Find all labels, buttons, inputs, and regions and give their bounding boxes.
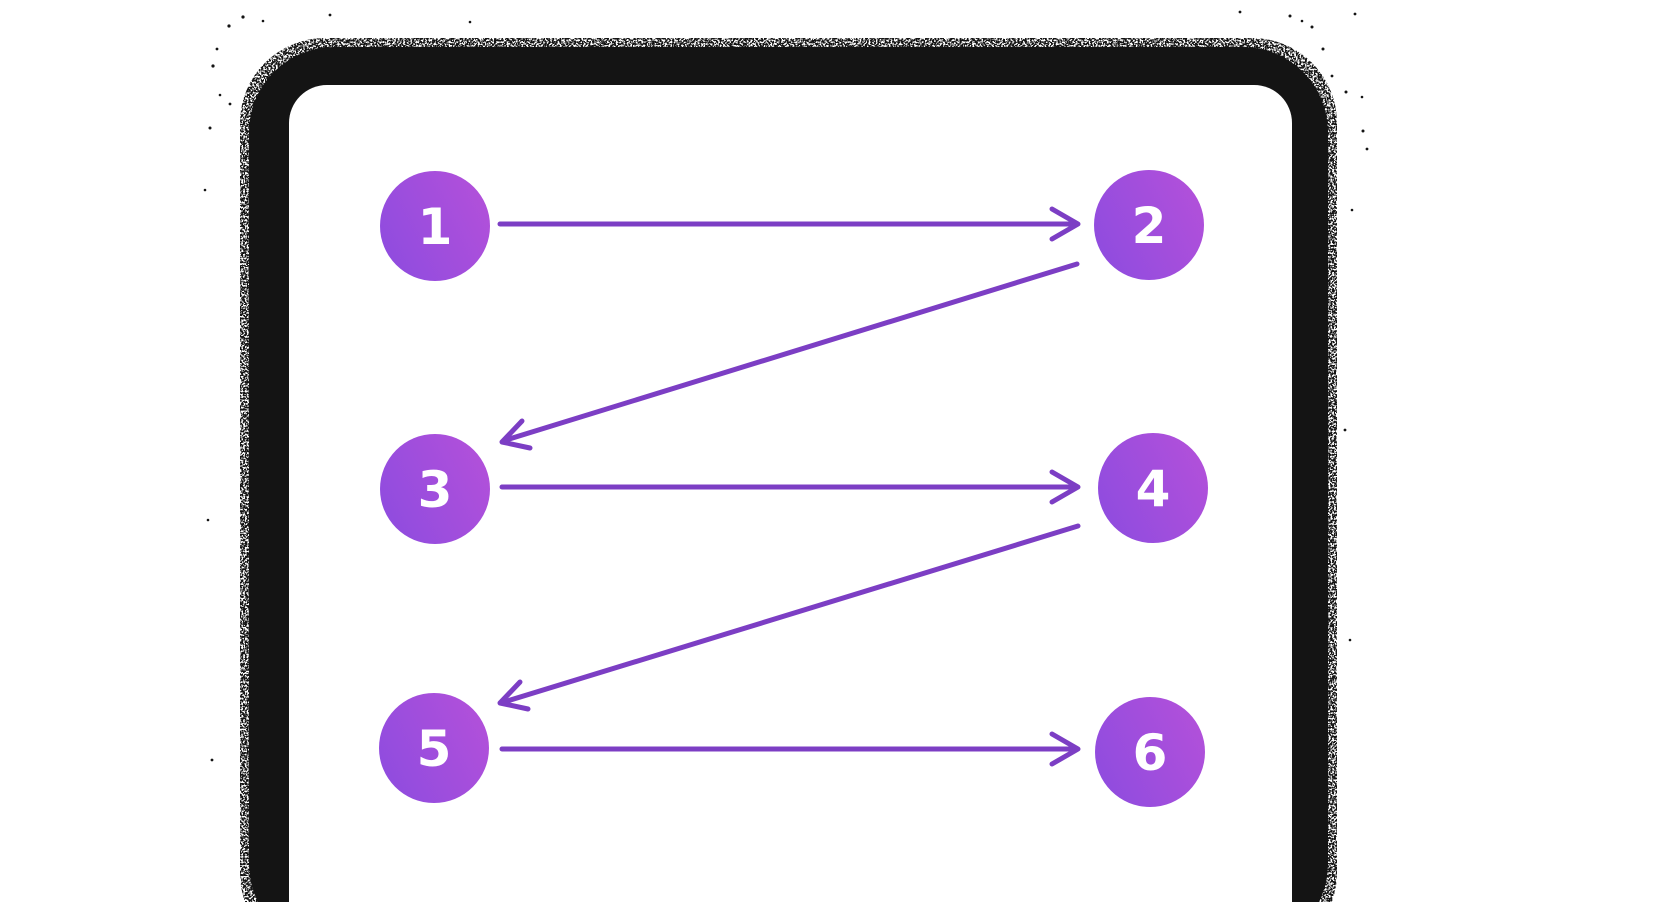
speckle-dot [1330,74,1334,78]
arrow-5-6-head [1049,731,1081,767]
speckle-dot [1350,208,1354,212]
speckle-dot [261,19,265,23]
arrows [497,206,1081,767]
speckle-dot [210,758,214,762]
speckle-dot [1348,638,1352,642]
node-6-circle [1095,697,1205,807]
node-5-label: 5 [417,720,452,778]
arrow-4-5 [497,523,1081,712]
speckle-dot [1300,19,1304,23]
card-surface [289,85,1292,902]
node-6: 6 [1095,697,1205,807]
node-3-label: 3 [418,461,453,519]
node-4-circle [1098,433,1208,543]
speckle-dot [468,20,472,24]
arrow-3-4-head [1049,469,1081,505]
node-1-label: 1 [418,198,453,256]
speckle-dot [1321,47,1325,51]
arrow-4-5-head [497,679,531,712]
spray-speckles [203,10,1369,762]
speckle-dot [1288,14,1292,18]
node-2: 2 [1094,170,1204,280]
speckle-dot [228,102,232,106]
speckle-dot [211,64,215,68]
node-1: 1 [380,171,490,281]
arrow-5-6 [499,731,1081,767]
node-2-label: 2 [1132,197,1167,255]
node-4: 4 [1098,433,1208,543]
node-2-circle [1094,170,1204,280]
speckle-dot [1343,428,1347,432]
node-1-circle [380,171,490,281]
arrow-1-2 [497,206,1081,242]
arrow-2-3-head [499,418,533,451]
speckle-dot [1344,90,1348,94]
speckle-dot [1238,10,1242,14]
speckle-dot [218,93,222,97]
node-4-label: 4 [1136,460,1171,518]
speckle-dot [206,518,210,522]
speckle-dot [1360,95,1364,99]
speckle-dot [1365,147,1369,151]
arrow-3-4 [499,469,1081,505]
speckle-dot [1310,25,1314,29]
arrow-2-3-shaft [503,261,1080,443]
speckle-dot [208,126,212,130]
speckle-dot [215,47,219,51]
node-5: 5 [379,693,489,803]
speckle-dot [328,13,332,17]
speckle-dot [203,188,207,192]
node-6-label: 6 [1133,724,1168,782]
arrow-2-3 [499,261,1080,451]
node-5-circle [379,693,489,803]
speckle-dot [227,24,231,28]
arrow-1-2-head [1049,206,1081,242]
node-3: 3 [380,434,490,544]
nodes: 1 2 3 4 5 6 [379,170,1208,807]
node-3-circle [380,434,490,544]
arrow-4-5-shaft [501,523,1081,705]
speckle-dot [241,15,245,19]
speckle-dot [1361,129,1365,133]
speckle-dot [1353,12,1357,16]
